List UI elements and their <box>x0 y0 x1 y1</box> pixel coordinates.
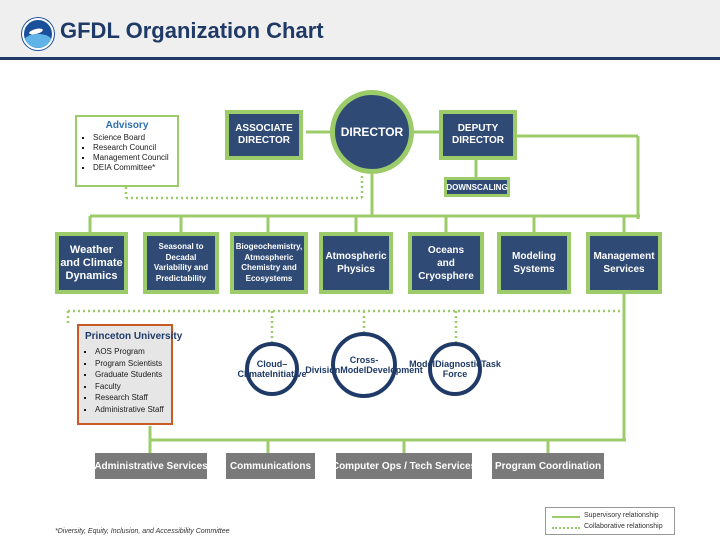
initiative-label-line: Development <box>366 365 423 375</box>
service-label: Administrative Services <box>94 460 208 472</box>
division-label-line: Dynamics <box>65 269 118 282</box>
downscaling-box: DOWNSCALING <box>444 177 510 197</box>
division-label-line: Ecosystems <box>245 273 293 283</box>
division-label-line: Systems <box>513 264 555 275</box>
service-administrative-services: Administrative Services <box>94 453 208 479</box>
princeton-item: Research Staff <box>95 392 165 404</box>
service-label: Communications <box>229 460 312 472</box>
division-label-line: Atmospheric <box>244 252 294 262</box>
service-computer-ops: Computer Ops / Tech Services <box>332 453 476 479</box>
service-label: Computer Ops / Tech Services <box>331 460 477 472</box>
division-label-line: Oceans <box>427 244 465 256</box>
division-label-line: Modeling <box>512 251 556 262</box>
princeton-item: Program Scientists <box>95 358 165 370</box>
legend-solid-swatch <box>552 516 580 518</box>
division-label-line: Atmospheric <box>325 251 387 262</box>
division-label-line: Cryosphere <box>418 270 474 282</box>
division-label-line: Decadal <box>165 252 197 262</box>
legend-supervisory: Supervisory relationship <box>584 512 659 519</box>
service-label: Program Coordination <box>494 460 602 472</box>
division-label-line: and Climate <box>60 256 123 269</box>
downscaling-label: DOWNSCALING <box>446 182 508 192</box>
advisory-item: Research Council <box>93 143 171 153</box>
initiative-cloud-climate: Cloud–ClimateInitiative <box>237 342 307 396</box>
division-label-line: Chemistry and <box>241 263 297 272</box>
division-label-line: Biogeochemistry, <box>235 242 303 251</box>
associate-director-line-2: DIRECTOR <box>237 135 291 146</box>
princeton-item: Administrative Staff <box>95 404 165 416</box>
service-communications: Communications <box>226 453 315 479</box>
initiative-label-line: Initiative <box>270 369 307 379</box>
footnote: *Diversity, Equity, Inclusion, and Acces… <box>55 528 230 535</box>
division-label-line: Predictability <box>155 273 207 283</box>
princeton-item: AOS Program <box>95 346 165 358</box>
legend-dotted-swatch <box>552 527 580 529</box>
initiative-label-line: Task Force <box>442 359 501 379</box>
initiative-cross-division: Cross-DivisionModelDevelopment <box>305 332 423 398</box>
director-circle: DIRECTOR <box>330 90 414 174</box>
division-label-line: Weather <box>69 243 114 256</box>
legend: Supervisory relationship Collaborative r… <box>545 507 675 535</box>
advisory-title: Advisory <box>105 120 149 131</box>
initiative-label-line: Climate <box>237 369 270 379</box>
division-label-line: Variability and <box>153 263 209 272</box>
header: GFDL Organization Chart <box>0 0 720 60</box>
associate-director-line-1: ASSOCIATE <box>235 123 293 134</box>
initiative-label-line: Cross-Division <box>305 355 379 375</box>
director-label: DIRECTOR <box>340 125 404 139</box>
page-title: GFDL Organization Chart <box>60 18 324 43</box>
deputy-director-line-2: DIRECTOR <box>451 135 505 146</box>
division-label-line: Services <box>603 264 645 275</box>
division-label-line: and <box>437 257 455 269</box>
legend-collaborative: Collaborative relationship <box>584 523 663 530</box>
division-label-line: Management <box>593 251 655 262</box>
initiative-model-diagnostic: ModelDiagnosticTask Force <box>409 342 501 396</box>
advisory-item: Management Council <box>93 153 171 163</box>
initiative-label-line: Model <box>409 359 436 369</box>
service-program-coordination: Program Coordination <box>492 453 604 479</box>
advisory-box: Advisory Science Board Research Council … <box>75 115 179 187</box>
princeton-item: Graduate Students <box>95 369 165 381</box>
princeton-item: Faculty <box>95 381 165 393</box>
initiative-label-line: Cloud– <box>256 359 288 369</box>
advisory-item: Science Board <box>93 133 171 143</box>
princeton-title: Princeton University <box>85 331 183 342</box>
advisory-item: DEIA Committee* <box>93 163 171 173</box>
princeton-university-box: Princeton University AOS Program Program… <box>77 324 183 425</box>
division-label-line: Seasonal to <box>158 242 204 251</box>
initiative-label-line: Model <box>340 365 367 375</box>
noaa-logo-icon <box>22 18 54 50</box>
initiative-label-line: Diagnostic <box>435 359 482 369</box>
division-label-line: Physics <box>337 264 375 275</box>
deputy-director-line-1: DEPUTY <box>457 123 499 134</box>
